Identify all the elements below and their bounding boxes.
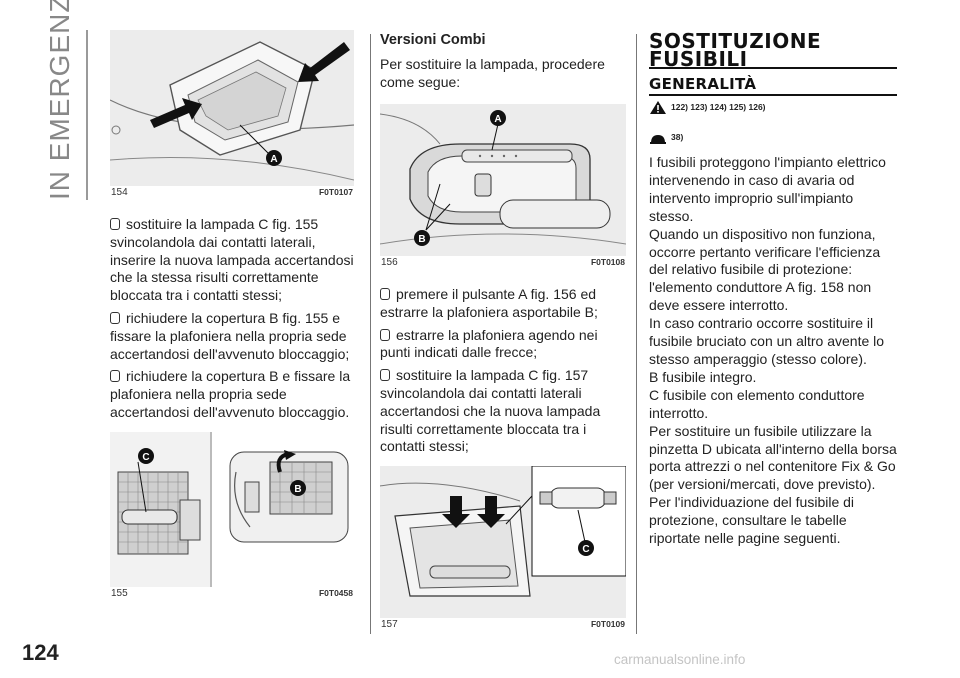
figure-155-label-b: B: [294, 484, 301, 495]
figure-155-number: 155: [111, 588, 128, 599]
section-side-title: IN EMERGENZA: [44, 0, 75, 200]
figure-154: A 154 F0T0107: [110, 30, 354, 198]
checkbox-icon: [110, 370, 120, 383]
figure-156-label-b: B: [418, 234, 425, 245]
figure-155-code: F0T0458: [318, 588, 353, 598]
subsection-title-rule: [649, 94, 897, 96]
checkbox-icon: [110, 311, 120, 324]
figure-156: A B 156 F0T0108: [380, 104, 626, 268]
figure-155-caption: 155 F0T0458: [110, 588, 354, 602]
side-rule: [86, 30, 88, 200]
col1-bullet-2: richiudere la copertura B fig. 155 e fis…: [110, 309, 350, 362]
col2-bullet-2: estrarre la plafoniera agendo nei punti …: [380, 326, 598, 361]
fuse-paragraph-7: Per l'individuazione del fusibile di pro…: [649, 494, 855, 547]
section-title-rule: [649, 67, 897, 69]
figure-154-number: 154: [111, 187, 128, 198]
warning-triangle-icon: [650, 101, 666, 114]
col2-bullet-3: sostituire la lampada C fig. 157 svincol…: [380, 367, 601, 455]
figure-156-illustration: A B: [380, 104, 626, 256]
column-divider-1: [370, 34, 371, 634]
caution-icon: [650, 135, 666, 144]
fuse-paragraph-3: In caso contrario occorre sostituire il …: [649, 315, 885, 367]
checkbox-icon: [380, 288, 390, 300]
figure-156-label-a: A: [494, 114, 501, 125]
page-number: 124: [22, 640, 59, 665]
figure-154-label-a: A: [270, 154, 277, 165]
figure-157: C 157 F0T0109: [380, 466, 626, 630]
figure-154-caption: 154 F0T0107: [110, 187, 354, 201]
figure-157-illustration: C: [380, 466, 626, 618]
figure-154-illustration: A: [110, 30, 354, 186]
figure-157-number: 157: [381, 619, 398, 630]
figure-157-label-c: C: [582, 544, 589, 555]
checkbox-icon: [380, 328, 390, 341]
figure-156-number: 156: [381, 257, 398, 268]
figure-154-code: F0T0107: [318, 187, 353, 197]
versioni-combi-heading: Versioni Combi: [380, 32, 486, 48]
column-3-text: I fusibili proteggono l'impianto elettri…: [649, 154, 899, 548]
figure-155: C B 155 F0T0458: [110, 432, 354, 599]
column-2-heading: Versioni Combi Per sostituire la lampada…: [380, 32, 630, 91]
col1-bullet-1: sostituire la lampada C fig. 155 svincol…: [110, 216, 354, 304]
figure-155-label-c: C: [142, 452, 149, 463]
figure-157-code: F0T0109: [590, 619, 625, 629]
fuse-paragraph-4: B fusibile integro.: [649, 368, 757, 385]
checkbox-icon: [380, 369, 390, 382]
fuse-paragraph-6: Per sostituire un fusibile utilizzare la…: [649, 422, 897, 493]
section-title-line-1: SOSTITUZIONE: [649, 29, 822, 53]
fuse-paragraph-1: I fusibili proteggono l'impianto elettri…: [649, 154, 886, 224]
caution-references: 38): [649, 130, 683, 145]
column-2-text: premere il pulsante A fig. 156 ed estrar…: [380, 286, 630, 456]
fuse-paragraph-5: C fusibile con elemento conduttore inter…: [649, 386, 865, 421]
col2-intro: Per sostituire la lampada, procedere com…: [380, 55, 605, 90]
figure-156-caption: 156 F0T0108: [380, 257, 626, 271]
col1-bullet-3: richiudere la copertura B e fissare la p…: [110, 368, 351, 420]
fuse-paragraph-2: Quando un dispositivo non funziona, occo…: [649, 225, 881, 314]
figure-155-illustration: C B: [110, 432, 354, 587]
figure-157-caption: 157 F0T0109: [380, 619, 626, 633]
figure-156-code: F0T0108: [590, 257, 625, 267]
watermark: carmanualsonline.info: [614, 652, 746, 667]
column-divider-2: [636, 34, 637, 634]
col2-bullet-1: premere il pulsante A fig. 156 ed estrar…: [380, 286, 598, 320]
checkbox-icon: [110, 218, 120, 230]
section-title-line-2: FUSIBILI: [649, 47, 748, 71]
column-1-text: sostituire la lampada C fig. 155 svincol…: [110, 216, 360, 422]
warning-references: 122) 123) 124) 125) 126): [649, 100, 766, 115]
section-title: SOSTITUZIONE FUSIBILI: [649, 29, 822, 71]
subsection-title: GENERALITÀ: [649, 75, 757, 93]
